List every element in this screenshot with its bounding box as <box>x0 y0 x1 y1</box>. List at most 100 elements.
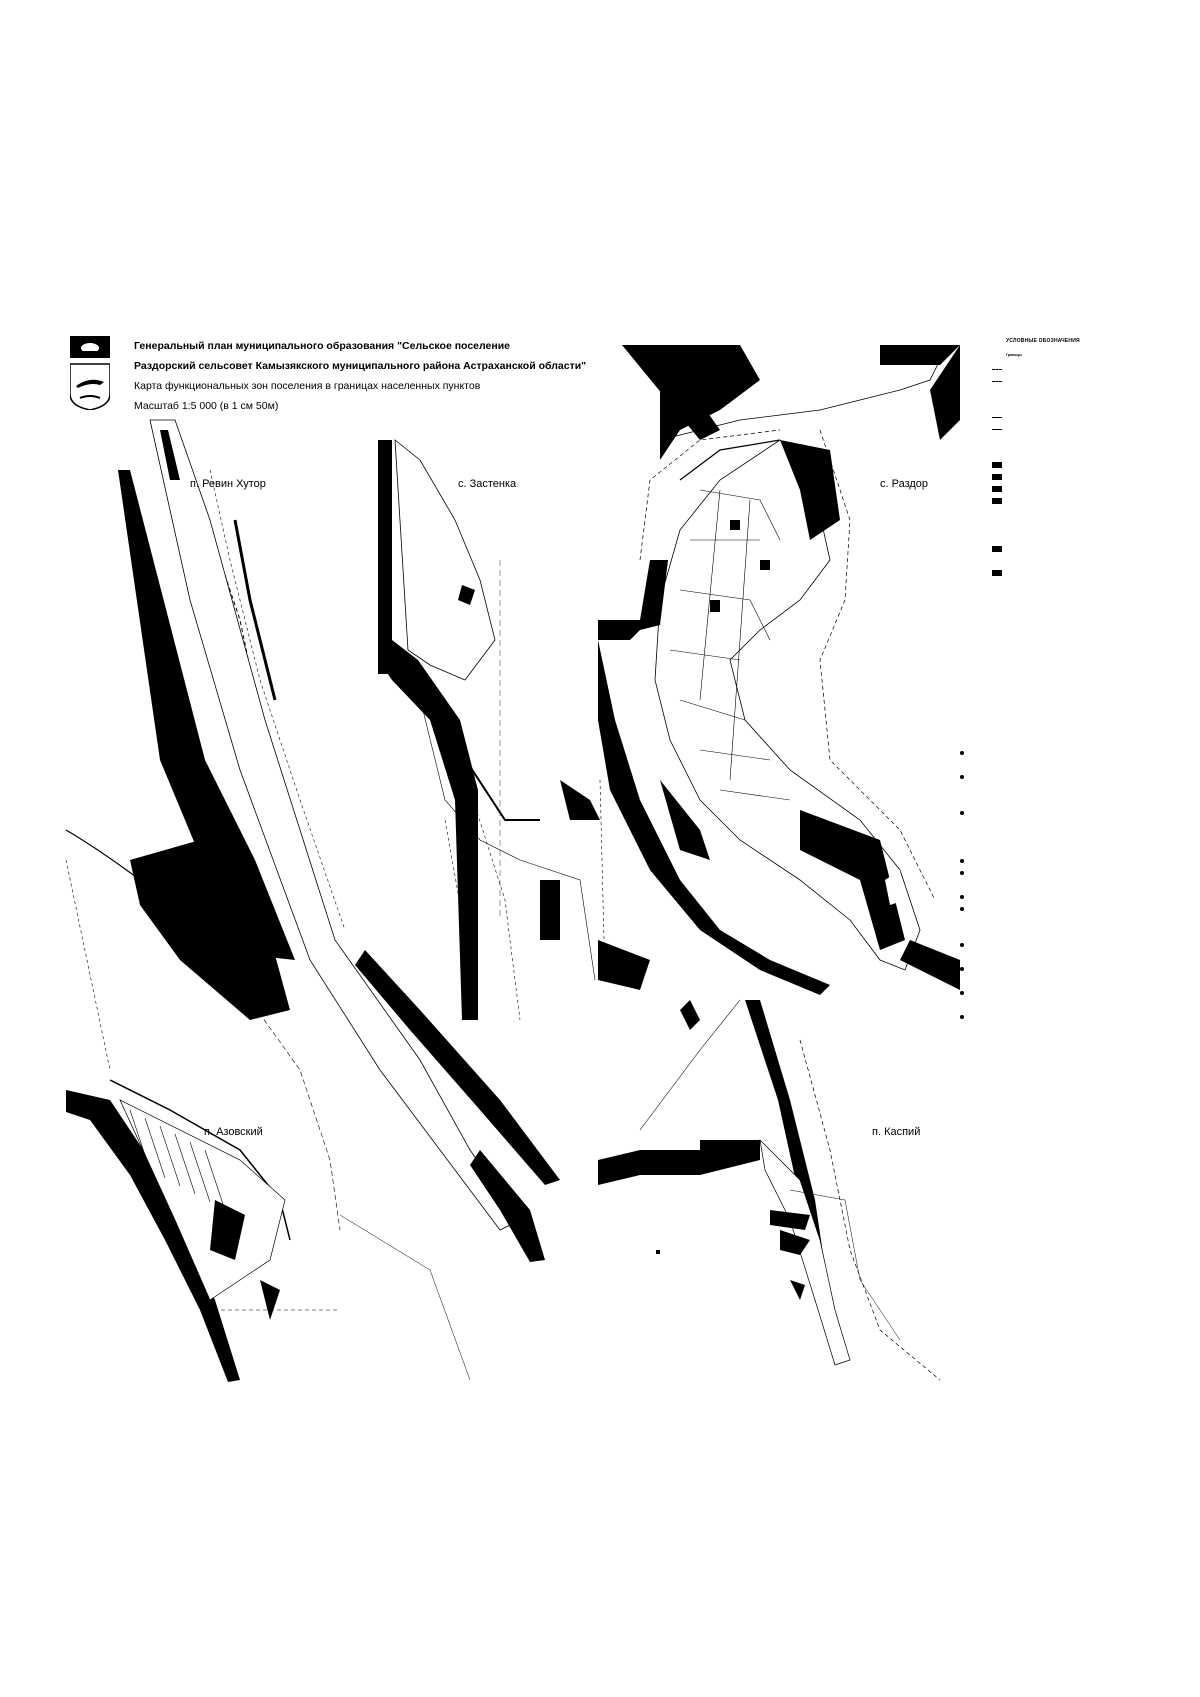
legend-item <box>942 988 1142 1000</box>
legend-item <box>942 388 1142 400</box>
lake <box>130 840 290 1020</box>
legend-item <box>942 916 1142 928</box>
legend-item <box>942 664 1142 676</box>
legend-symbol <box>992 643 1002 647</box>
legend-item <box>942 592 1142 604</box>
legend-item <box>942 484 1142 496</box>
legend-symbol <box>992 631 1002 635</box>
legend-symbol <box>992 535 1002 539</box>
legend-item <box>942 844 1142 856</box>
legend-item <box>942 604 1142 616</box>
legend-item <box>942 784 1142 796</box>
legend-symbol <box>992 1039 1002 1043</box>
legend-symbol <box>992 619 1002 623</box>
legend-symbol <box>992 919 1002 923</box>
legend-symbol <box>992 835 1002 839</box>
legend-item <box>942 1024 1142 1036</box>
legend-item <box>942 700 1142 712</box>
legend-symbol <box>992 355 1002 359</box>
legend-item <box>942 412 1142 424</box>
legend-symbol <box>992 1027 1002 1031</box>
legend-symbol <box>992 703 1002 707</box>
settlement-label-razdor: с. Раздор <box>880 478 929 490</box>
legend-symbol <box>960 811 964 815</box>
legend-symbol <box>992 799 1002 803</box>
map-panel-razdor <box>598 345 960 995</box>
legend-symbol <box>992 691 1002 695</box>
legend-symbol <box>992 559 1002 563</box>
legend-item <box>942 520 1142 532</box>
legend-symbol <box>992 523 1002 527</box>
legend-symbol <box>960 967 964 971</box>
legend-symbol <box>992 979 1002 983</box>
legend-symbol <box>992 498 1002 504</box>
legend-item <box>942 472 1142 484</box>
legend-item <box>942 436 1142 448</box>
legend-symbol <box>992 763 1002 767</box>
legend-item <box>942 364 1142 376</box>
legend-item <box>942 688 1142 700</box>
legend-list: Границы <box>942 352 1142 1048</box>
legend-item <box>942 760 1142 772</box>
legend-symbol <box>992 847 1002 851</box>
legend-symbol <box>992 931 1002 935</box>
legend-symbol <box>960 775 964 779</box>
legend-symbol <box>992 955 1002 959</box>
legend-item <box>942 736 1142 748</box>
legend-symbol <box>960 907 964 911</box>
legend-item <box>942 772 1142 784</box>
legend-item <box>942 376 1142 388</box>
legend-item <box>942 1036 1142 1048</box>
legend-item <box>942 640 1142 652</box>
settlement-label-revin-khutor: п. Ревин Хутор <box>190 478 266 490</box>
legend-item-label: Границы <box>1006 353 1022 357</box>
legend-item <box>942 424 1142 436</box>
legend-item <box>942 940 1142 952</box>
legend-item <box>942 616 1142 628</box>
legend-symbol <box>992 417 1002 418</box>
legend-symbol <box>992 883 1002 887</box>
settlement-label-azovsky: п. Азовский <box>204 1126 263 1138</box>
legend-symbol <box>992 369 1002 370</box>
legend-item <box>942 820 1142 832</box>
map-panel-zastenka <box>378 439 606 1021</box>
settlement-label-zastenka: с. Застенка <box>458 478 517 490</box>
legend-symbol <box>992 511 1002 515</box>
legend-symbol <box>992 727 1002 731</box>
legend-item <box>942 892 1142 904</box>
legend-symbol <box>992 679 1002 683</box>
legend-symbol <box>960 895 964 899</box>
legend-symbol <box>992 451 1002 455</box>
title-line-2: Раздорский сельсовет Камызякского муници… <box>134 360 587 372</box>
legend-item <box>942 724 1142 736</box>
legend-symbol <box>992 439 1002 443</box>
map-panel-revin-khutor <box>65 419 560 1381</box>
map-legend: УСЛОВНЫЕ ОБОЗНАЧЕНИЯ Границы <box>942 338 1142 1048</box>
legend-item <box>942 808 1142 820</box>
map-panel-kaspiy <box>598 999 941 1381</box>
legend-item <box>942 544 1142 556</box>
legend-symbol <box>992 381 1002 382</box>
legend-symbol <box>992 1003 1002 1007</box>
legend-item <box>942 856 1142 868</box>
coat-of-arms-icon <box>70 336 110 410</box>
legend-symbol <box>992 429 1002 430</box>
legend-symbol <box>992 607 1002 611</box>
map-title: Генеральный план муниципального образова… <box>134 336 604 416</box>
legend-symbol <box>992 403 1002 407</box>
legend-symbol <box>992 667 1002 671</box>
legend-item <box>942 712 1142 724</box>
legend-symbol <box>992 823 1002 827</box>
legend-symbol <box>992 546 1002 552</box>
legend-symbol <box>992 739 1002 743</box>
legend-item <box>942 400 1142 412</box>
legend-item <box>942 904 1142 916</box>
legend-symbol <box>992 583 1002 587</box>
legend-symbol <box>960 751 964 755</box>
legend-item: Границы <box>942 352 1142 364</box>
legend-item <box>942 496 1142 508</box>
legend-symbol <box>992 787 1002 791</box>
legend-item <box>942 556 1142 568</box>
legend-item <box>942 748 1142 760</box>
